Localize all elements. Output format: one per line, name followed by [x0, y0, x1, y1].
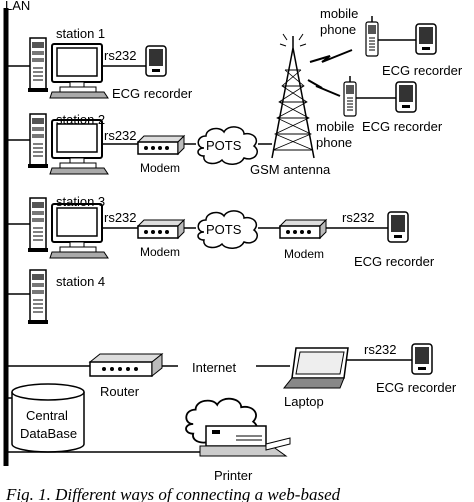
- rs232-label: rs232: [104, 210, 137, 225]
- modem-label: Modem: [140, 245, 180, 259]
- lan-label: LAN: [5, 0, 30, 13]
- printer-group: Printer: [6, 425, 291, 483]
- mobile-phone-top-line2: phone: [320, 22, 356, 37]
- keyboard-icon: [49, 91, 109, 99]
- ecg-recorder-label: ECG recorder: [362, 119, 443, 134]
- ecg-recorder-label: ECG recorder: [112, 86, 193, 101]
- modem-label: Modem: [284, 247, 324, 261]
- pots-label: POTS: [206, 222, 242, 237]
- router-icon: [88, 352, 164, 378]
- laptop-icon: [282, 347, 349, 389]
- monitor-icon: [51, 119, 103, 169]
- gsm-antenna-label: GSM antenna: [250, 162, 331, 177]
- ecg-recorder-label: ECG recorder: [376, 380, 457, 395]
- laptop-label: Laptop: [284, 394, 324, 409]
- station-4-label: station 4: [56, 274, 105, 289]
- mobile-phone-bottom-line2: phone: [316, 135, 352, 150]
- wireless-signal-icon: [307, 79, 341, 97]
- station-2: station 2 rs232 Modem POTS: [6, 112, 272, 175]
- ecg-recorder-icon: [387, 211, 409, 243]
- station-2-label: station 2: [56, 112, 105, 127]
- mobile-phone-bottom-line1: mobile: [316, 119, 354, 134]
- mobile-phone-icon: [343, 75, 357, 117]
- rs232-label: rs232: [104, 48, 137, 63]
- ecg-recorder-label: ECG recorder: [354, 254, 435, 269]
- keyboard-icon: [49, 251, 109, 259]
- printer-label: Printer: [214, 468, 253, 483]
- ecg-recorder-icon: [415, 23, 437, 55]
- station-3: station 3 rs232 Modem POTS Modem rs232 E…: [6, 194, 435, 269]
- modem-icon: [279, 219, 327, 239]
- station-4: station 4: [6, 269, 105, 325]
- modem-label: Modem: [140, 161, 180, 175]
- modem-icon: [137, 135, 185, 155]
- workstation-tower-icon: [27, 269, 49, 325]
- workstation-tower-icon: [27, 113, 49, 169]
- database-label-line1: Central: [26, 408, 68, 423]
- rs232-label: rs232: [342, 210, 375, 225]
- mobile-phone-icon: [365, 15, 379, 57]
- database-label-line2: DataBase: [20, 426, 77, 441]
- ecg-recorder-label: ECG recorder: [382, 63, 463, 78]
- modem-icon: [137, 219, 185, 239]
- gsm-group: GSM antenna mobile phone ECG recorder mo…: [250, 6, 463, 177]
- figure-caption: Fig. 1. Different ways of connecting a w…: [5, 485, 341, 502]
- rs232-label: rs232: [104, 128, 137, 143]
- mobile-phone-top-line1: mobile: [320, 6, 358, 21]
- station-1-label: station 1: [56, 26, 105, 41]
- central-database: Central DataBase: [6, 383, 85, 453]
- lan-backbone: LAN: [3, 0, 30, 466]
- ecg-recorder-icon: [145, 45, 167, 77]
- ecg-recorder-icon: [395, 81, 417, 113]
- rs232-label: rs232: [364, 342, 397, 357]
- workstation-tower-icon: [27, 37, 49, 93]
- keyboard-icon: [49, 167, 109, 175]
- gsm-antenna-icon: [271, 33, 315, 159]
- database-icon: [11, 383, 85, 453]
- monitor-icon: [51, 43, 103, 93]
- ecg-recorder-icon: [411, 343, 433, 375]
- printer-icon: [199, 425, 291, 457]
- internet-label: Internet: [192, 360, 236, 375]
- station-1: station 1 rs232 ECG recorder: [6, 26, 193, 101]
- pots-label: POTS: [206, 138, 242, 153]
- wireless-signal-icon: [309, 49, 353, 63]
- router-label: Router: [100, 384, 140, 399]
- monitor-icon: [51, 203, 103, 253]
- internet-row: Router Internet Laptop rs232 ECG recorde…: [6, 342, 457, 445]
- workstation-tower-icon: [27, 197, 49, 253]
- station-3-label: station 3: [56, 194, 105, 209]
